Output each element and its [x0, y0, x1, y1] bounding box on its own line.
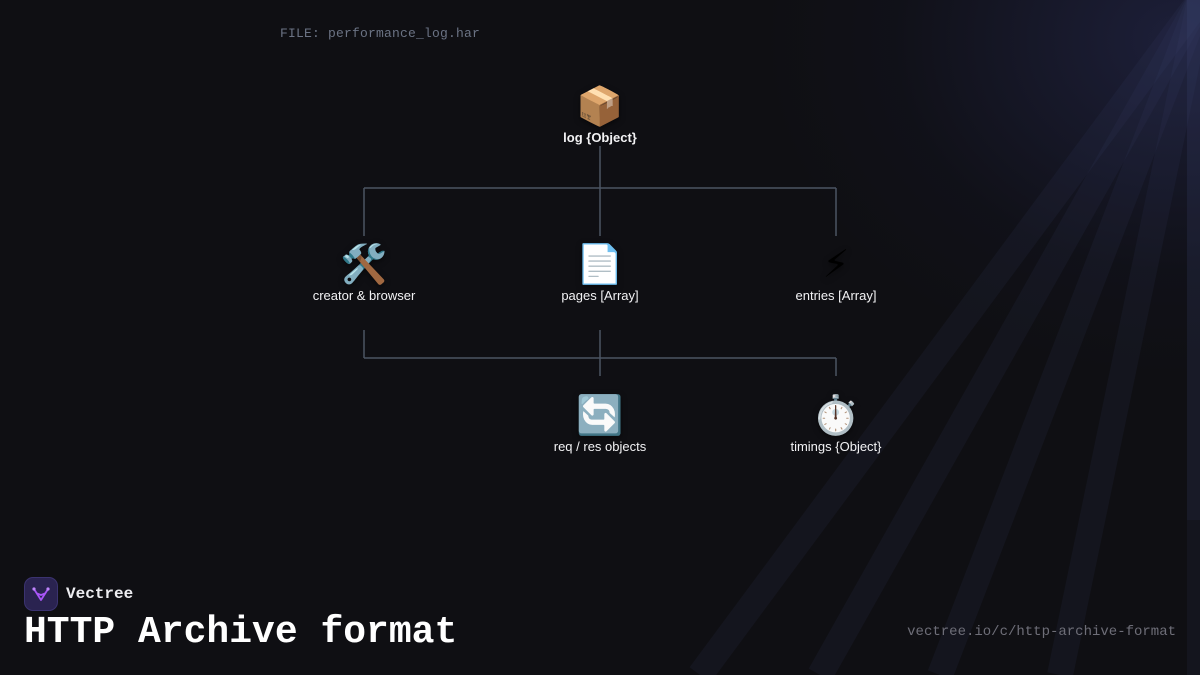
node-req-res-label: req / res objects	[553, 439, 647, 454]
page-url[interactable]: vectree.io/c/http-archive-format	[907, 624, 1176, 640]
node-pages[interactable]: 📄 pages [Array]	[500, 242, 700, 303]
stopwatch-icon: ⏱️	[812, 393, 860, 437]
node-log-label: log {Object}	[563, 130, 637, 145]
node-req-res[interactable]: 🔄 req / res objects	[500, 393, 700, 454]
node-log[interactable]: 📦 log {Object}	[500, 84, 700, 145]
tools-icon: 🛠️	[340, 242, 388, 286]
refresh-arrows-icon: 🔄	[576, 393, 624, 437]
node-entries-label: entries [Array]	[795, 288, 877, 303]
file-label: FILE: performance_log.har	[280, 26, 481, 41]
node-pages-label: pages [Array]	[561, 288, 639, 303]
brand[interactable]: Vectree	[24, 577, 133, 611]
lightning-icon: ⚡	[822, 242, 850, 286]
node-timings[interactable]: ⏱️ timings {Object}	[736, 393, 936, 454]
node-timings-label: timings {Object}	[790, 439, 882, 454]
node-entries[interactable]: ⚡ entries [Array]	[736, 242, 936, 303]
node-creator-browser[interactable]: 🛠️ creator & browser	[264, 242, 464, 303]
document-icon: 📄	[576, 242, 624, 286]
brand-name: Vectree	[66, 585, 134, 603]
page-title: HTTP Archive format	[24, 611, 458, 654]
node-creator-browser-label: creator & browser	[312, 288, 416, 303]
package-icon: 📦	[576, 84, 624, 128]
vectree-logo-icon	[24, 577, 58, 611]
